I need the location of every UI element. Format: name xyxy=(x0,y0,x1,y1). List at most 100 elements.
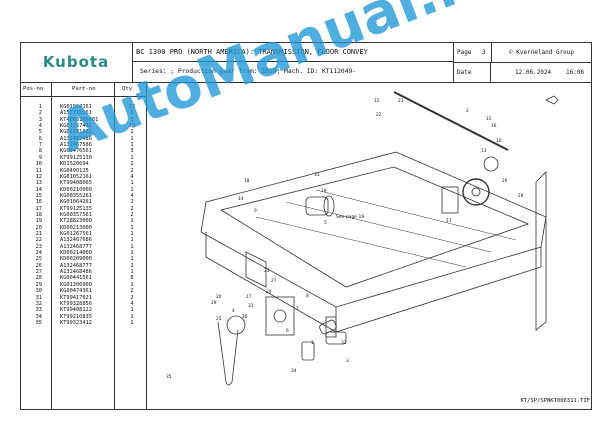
part-cell: A132468486 xyxy=(60,269,92,276)
callout-number: 23 xyxy=(264,268,270,274)
qty-cell: 1 xyxy=(130,231,134,237)
qty-cell: 2 xyxy=(130,211,134,218)
part-cell: KT99417021 xyxy=(60,294,92,301)
pos-cell: 12 xyxy=(35,173,42,180)
header-divider xyxy=(454,62,592,63)
pos-cell: 15 xyxy=(35,192,42,199)
sprocket-hub xyxy=(471,187,481,197)
qty-cell: 4 xyxy=(130,173,134,180)
qty-cell: 1 xyxy=(130,110,134,117)
callout-number: 12 xyxy=(374,98,380,104)
table-row: 15 KG00355261 4 xyxy=(20,193,146,199)
qty-cell: 1 xyxy=(130,307,134,314)
part-cell: KG01281861 xyxy=(60,129,92,136)
callout-number: 31 xyxy=(248,303,254,309)
table-row: 18 KG00357561 2 xyxy=(20,212,146,218)
part-cell: KT99408122 xyxy=(60,307,92,314)
callout-number: 10 xyxy=(496,138,502,144)
table-row: 33 KT99408122 1 xyxy=(20,307,146,313)
header-divider xyxy=(490,62,491,82)
qty-cell: 1 xyxy=(130,281,134,288)
qty-cell: 1 xyxy=(130,243,134,250)
part-cell: KD00209000 xyxy=(60,256,92,263)
qty-cell: 4 xyxy=(130,300,134,307)
part-cell: KD00214000 xyxy=(60,250,92,257)
callout-number: 15 xyxy=(486,116,492,122)
qty-cell: 4 xyxy=(130,192,134,199)
gear-motor xyxy=(305,196,329,216)
table-divider xyxy=(146,82,147,410)
callout-number: 35 xyxy=(166,374,172,380)
qty-cell: 1 xyxy=(130,256,134,263)
part-cell: KT28823000 xyxy=(60,218,92,225)
qty-cell: 3 xyxy=(130,116,134,123)
callout-number: 34 xyxy=(291,368,297,374)
drive-shaft xyxy=(393,91,509,151)
pos-cell: 8 xyxy=(38,148,42,155)
callout-number: 33 xyxy=(314,172,320,178)
pos-cell: 11 xyxy=(35,167,42,174)
qty-cell: 22 xyxy=(128,104,136,110)
pos-cell: 26 xyxy=(35,262,42,269)
pos-cell: 34 xyxy=(35,313,42,320)
part-cell: KG01064161 xyxy=(60,104,92,110)
part-cell: KG01267461 xyxy=(60,123,92,130)
callout-number: 13 xyxy=(481,148,487,154)
kubota-logo: Kubota xyxy=(42,53,110,71)
qty-cell: 1 xyxy=(130,186,134,193)
part-cell: KG00355261 xyxy=(60,192,92,199)
pos-cell: 25 xyxy=(35,256,42,263)
callout-number: 19 xyxy=(321,188,327,194)
sheet-title: BC 1300 PRO (NORTH AMERICA): TRANSMISSIO… xyxy=(132,42,454,62)
pos-cell: 13 xyxy=(35,180,42,187)
callout-number: 7 xyxy=(296,306,299,312)
date-label: Date xyxy=(457,69,472,76)
pos-cell: 17 xyxy=(35,205,42,212)
pos-cell: 19 xyxy=(35,218,42,225)
qty-cell: 1 xyxy=(130,154,134,161)
callout-number: 4 xyxy=(232,308,235,314)
pos-cell: 7 xyxy=(38,142,42,149)
pos-cell: 33 xyxy=(35,307,42,314)
pos-cell: 9 xyxy=(38,154,42,161)
guard xyxy=(325,331,347,345)
pulley-lower xyxy=(226,315,246,335)
part-cell: KG00357561 xyxy=(60,211,92,218)
part-cell: KT99210835 xyxy=(60,313,92,320)
header-bottom-line xyxy=(20,82,592,83)
pulley xyxy=(483,156,499,172)
callout-number: 16 xyxy=(491,123,497,129)
copyright: © Kverneland Group xyxy=(509,49,575,56)
part-cell: KT99328856 xyxy=(60,300,92,307)
pos-cell: 18 xyxy=(35,211,42,218)
part-cell: A132467586 xyxy=(60,142,92,149)
qty-cell: 2 xyxy=(130,294,134,301)
parts-sheet xyxy=(20,42,592,410)
file-code: KT/SP/SPNKT006311.TIF xyxy=(520,398,590,404)
qty-cell: 1 xyxy=(130,250,134,257)
pos-cell: 4 xyxy=(38,123,42,130)
page-number: 3 xyxy=(482,49,486,56)
qty-cell: 1 xyxy=(130,269,134,276)
pos-cell: 30 xyxy=(35,288,42,295)
callout-number: 27 xyxy=(271,278,277,284)
qty-cell: 2 xyxy=(130,288,134,295)
callout-number: 30 xyxy=(242,314,248,320)
pos-cell: 22 xyxy=(35,237,42,244)
pos-cell: 16 xyxy=(35,199,42,206)
page-label: Page xyxy=(457,49,472,56)
